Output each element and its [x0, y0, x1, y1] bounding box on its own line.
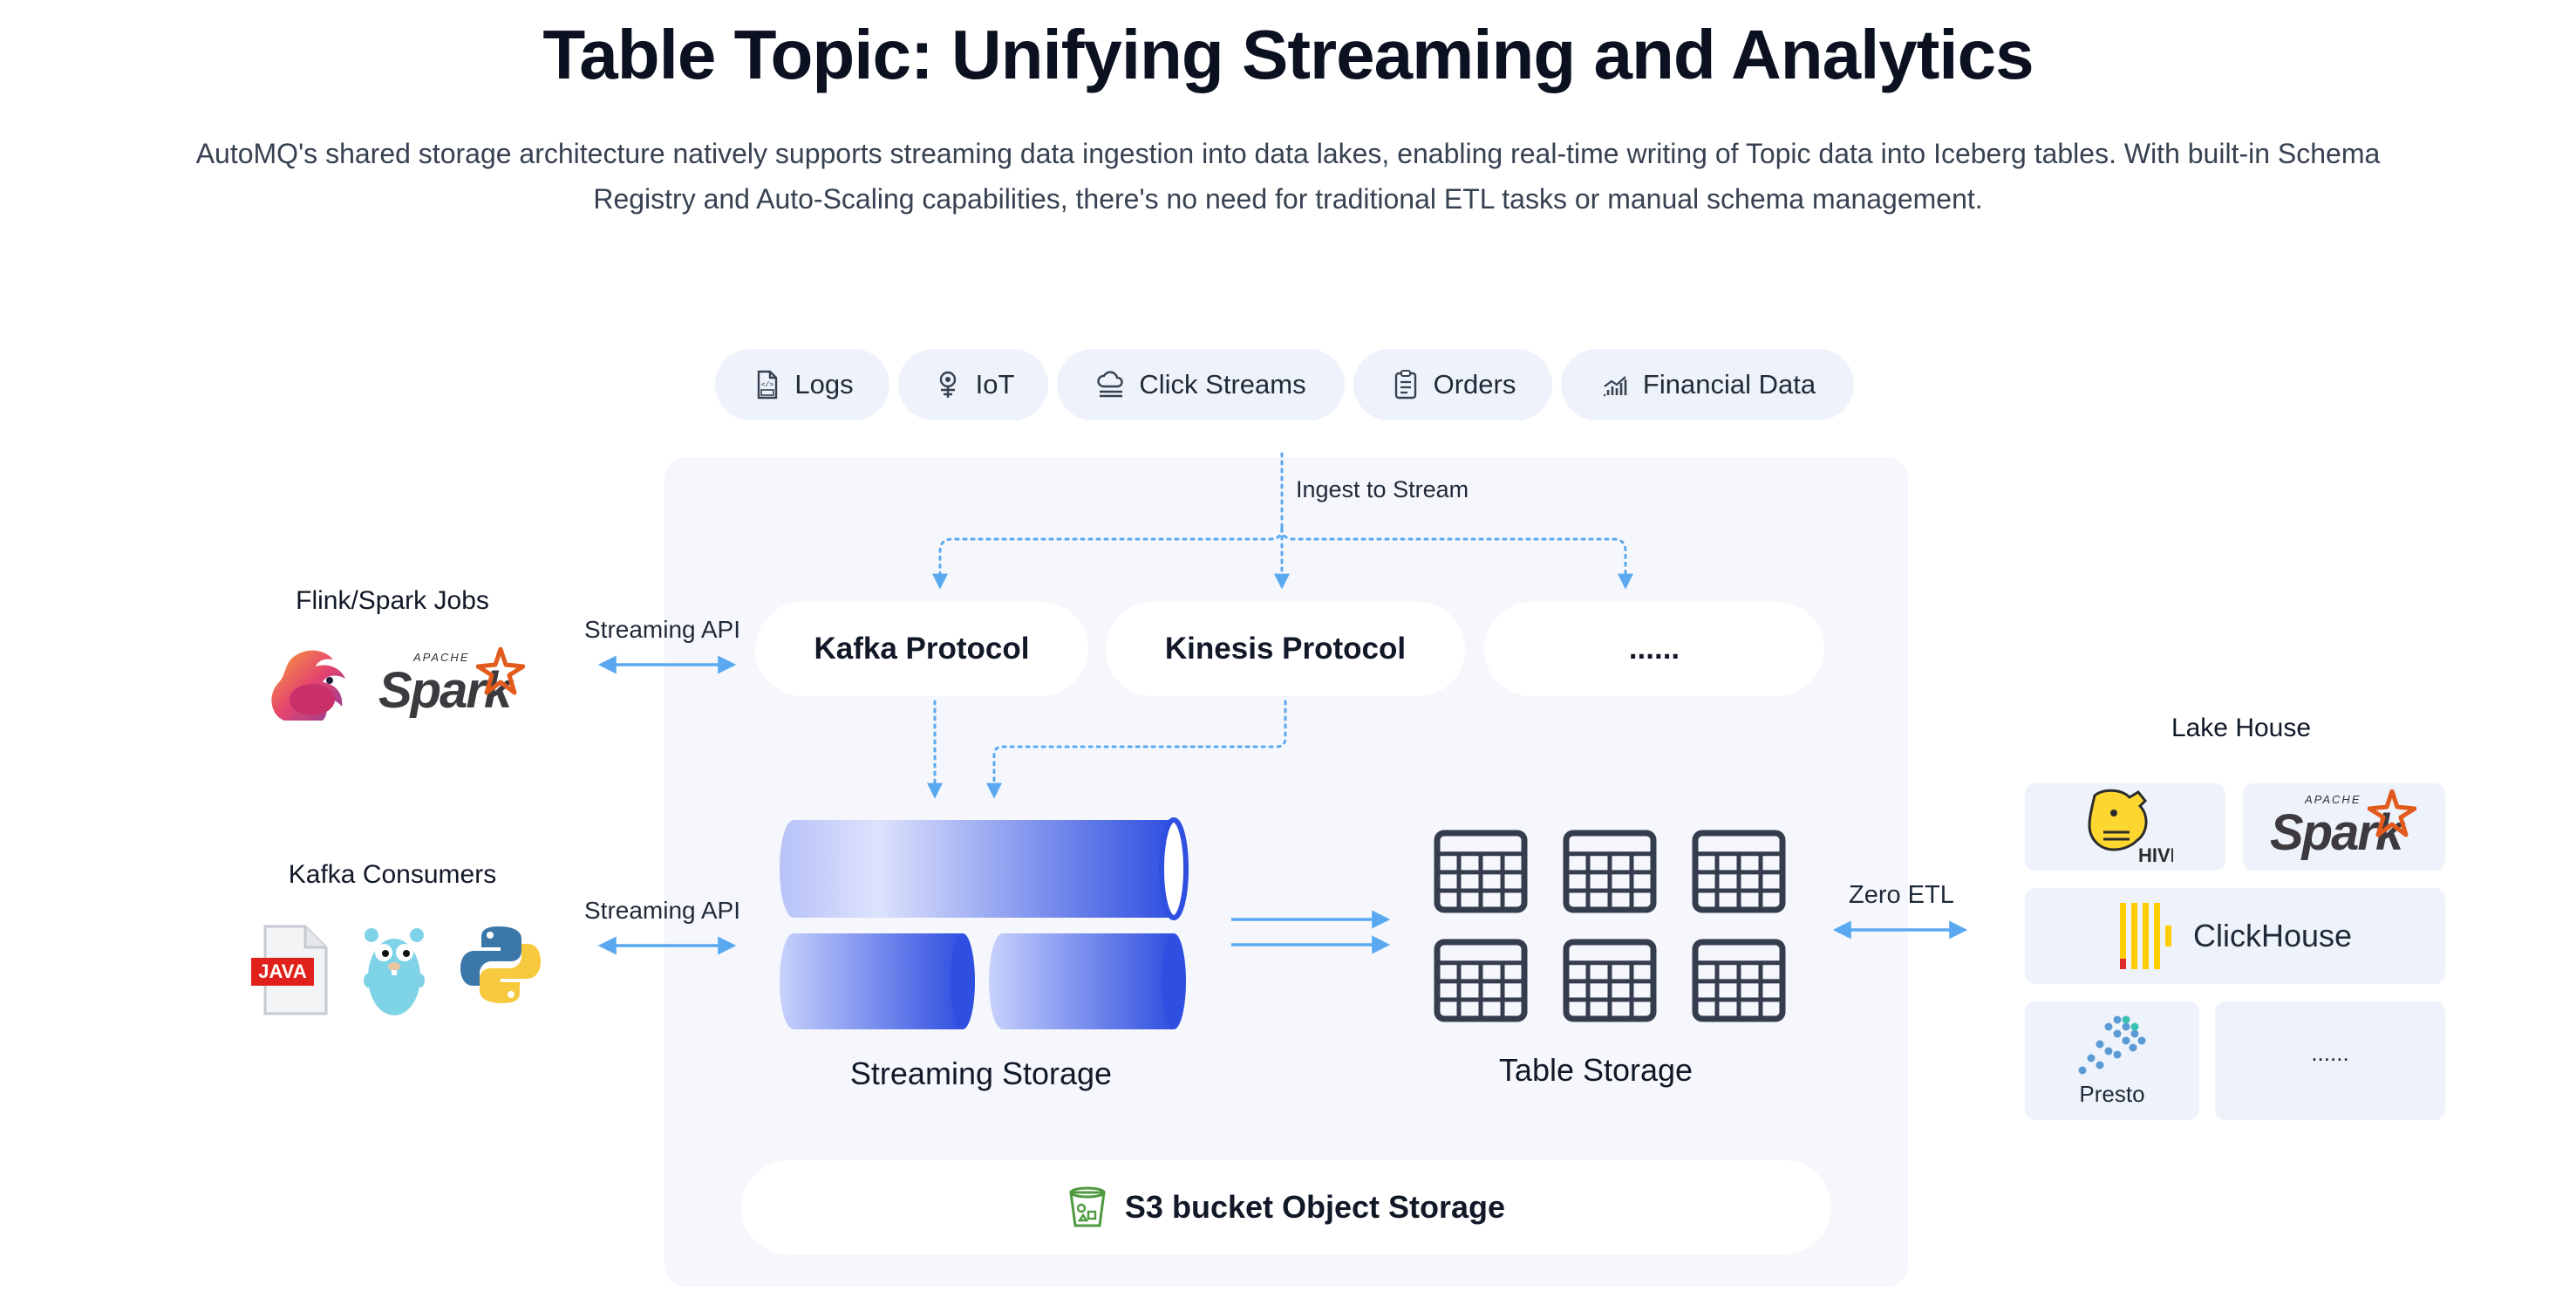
table-grid-icon — [1563, 830, 1657, 913]
spark-star-icon — [476, 647, 525, 695]
bar-chart-icon — [1603, 376, 1627, 397]
cylinder-bottom-left — [780, 933, 963, 1029]
spark-apache-text: APACHE — [413, 651, 470, 664]
clickhouse-logo — [2119, 903, 2171, 969]
cylinder-top — [780, 820, 1174, 918]
source-label: Financial Data — [1642, 369, 1816, 400]
lakehouse-hive[interactable]: HIVE — [2025, 783, 2225, 871]
lake-house-title: Lake House — [2171, 714, 2312, 742]
table-grid-icon — [1692, 830, 1786, 913]
page-title: Table Topic: Unifying Streaming and Anal… — [542, 16, 2034, 93]
source-pill-click-streams[interactable]: Click Streams — [1057, 349, 1345, 420]
s3-object-storage[interactable]: S3 bucket Object Storage — [741, 1160, 1831, 1254]
ingest-branch-more — [1280, 527, 1633, 590]
hive-text: HIVE — [2138, 844, 2173, 866]
kinesis-to-storage-arrow — [986, 700, 1287, 799]
cylinder-bottom-right — [989, 933, 1174, 1029]
lakehouse-clickhouse[interactable]: ClickHouse — [2025, 888, 2445, 984]
source-label: Click Streams — [1139, 369, 1306, 400]
protocol-more[interactable]: ...... — [1484, 602, 1824, 696]
s3-bucket-icon — [1069, 1186, 1106, 1227]
streaming-api-label-2: Streaming API — [584, 897, 740, 924]
streaming-storage-cylinders — [780, 817, 1189, 1029]
table-grid-icon — [1434, 939, 1528, 1022]
cloud-stream-icon — [1097, 371, 1124, 398]
source-label: Orders — [1433, 369, 1516, 400]
source-pill-logs[interactable]: </> Logs — [715, 349, 889, 420]
ingest-label: Ingest to Stream — [1296, 476, 1469, 502]
spark-apache-text: APACHE — [2305, 793, 2361, 806]
table-grid-icon — [1434, 830, 1528, 913]
protocol-kafka[interactable]: Kafka Protocol — [755, 602, 1088, 696]
source-pill-financial-data[interactable]: Financial Data — [1561, 349, 1854, 420]
flink-spark-jobs-title: Flink/Spark Jobs — [296, 586, 489, 615]
go-gopher-logo — [364, 928, 425, 1015]
svg-text:</>: </> — [761, 380, 774, 388]
zero-etl-label: Zero ETL — [1849, 881, 1954, 909]
lakehouse-spark[interactable]: APACHE Spark — [2243, 783, 2445, 871]
clipboard-icon — [1394, 370, 1416, 400]
hive-logo: HIVE — [2088, 789, 2173, 866]
spark-logo-left: APACHE Spark — [378, 647, 527, 726]
log-file-icon: </> — [758, 370, 778, 400]
java-badge: JAVA — [251, 958, 314, 986]
iot-icon — [939, 371, 956, 398]
streaming-api-label-1: Streaming API — [584, 616, 740, 643]
source-pill-orders[interactable]: Orders — [1353, 349, 1552, 420]
source-label: IoT — [975, 369, 1015, 400]
s3-label: S3 bucket Object Storage — [1124, 1189, 1506, 1225]
presto-label: Presto — [2079, 1080, 2145, 1107]
presto-logo — [2078, 1015, 2146, 1074]
table-grid-icon — [1563, 939, 1657, 1022]
protocol-kinesis[interactable]: Kinesis Protocol — [1106, 602, 1465, 696]
streaming-storage-label: Streaming Storage — [849, 1056, 1113, 1091]
kafka-consumers-title: Kafka Consumers — [288, 860, 497, 889]
java-logo: JAVA — [249, 923, 333, 1017]
source-label: Logs — [794, 369, 854, 400]
flink-logo — [271, 650, 345, 721]
spark-logo-right: APACHE Spark — [2270, 788, 2418, 866]
lakehouse-more[interactable]: ...... — [2215, 1001, 2445, 1120]
table-grid-icon — [1692, 939, 1786, 1022]
table-storage-label: Table Storage — [1498, 1052, 1693, 1088]
lakehouse-presto[interactable]: Presto — [2025, 1001, 2199, 1120]
page-description: AutoMQ's shared storage architecture nat… — [195, 138, 2381, 215]
ingest-branch-kafka — [932, 527, 1284, 590]
python-logo — [460, 926, 541, 1003]
source-pill-iot[interactable]: IoT — [898, 349, 1048, 420]
table-storage-grids — [1434, 830, 1786, 1022]
clickhouse-label: ClickHouse — [2192, 918, 2353, 953]
spark-star-icon — [2368, 789, 2416, 837]
